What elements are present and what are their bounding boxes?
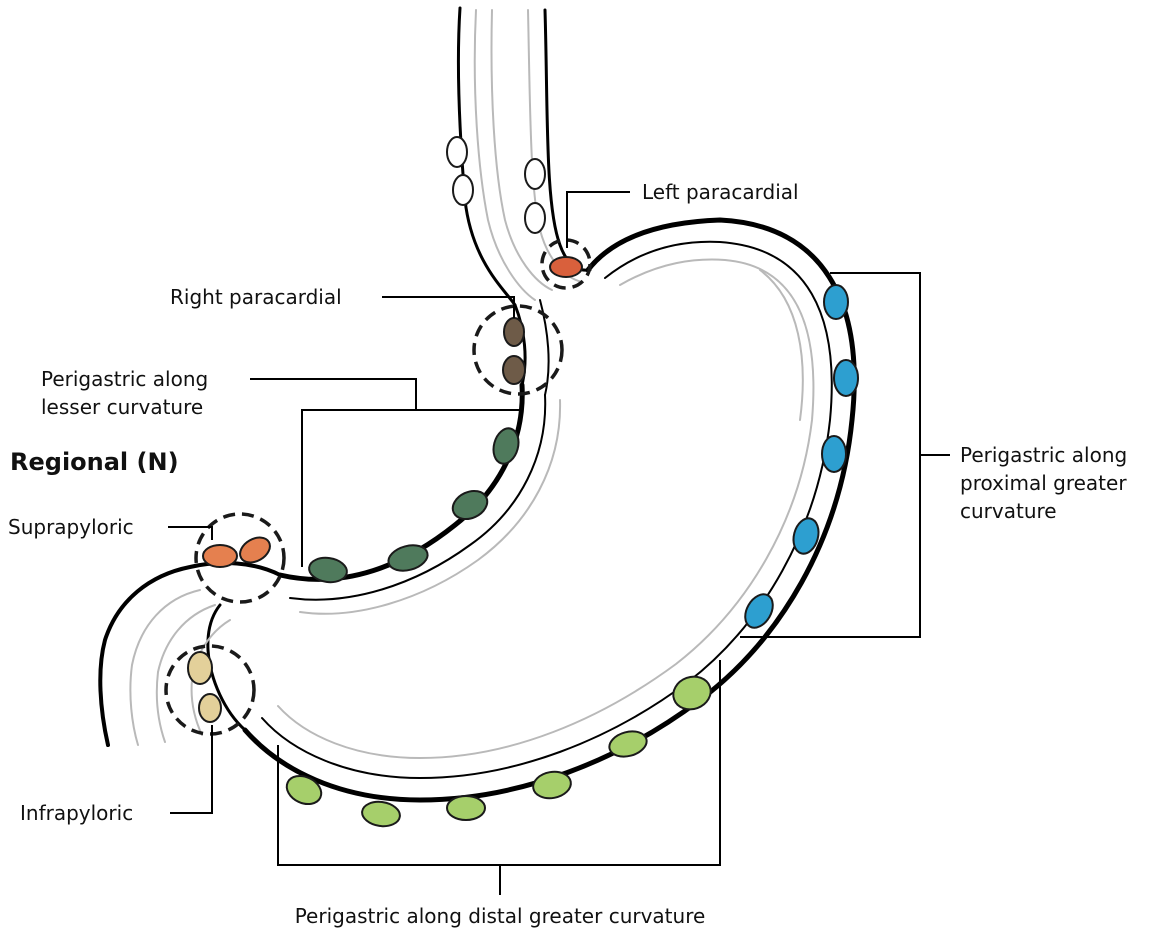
suprapyloric-leader xyxy=(168,527,212,540)
lymph-node xyxy=(822,436,846,472)
lymph-node xyxy=(447,796,485,820)
lymph-node xyxy=(834,360,858,396)
lymph-node xyxy=(525,159,545,189)
lymph-node xyxy=(199,694,221,722)
infrapyloric-leader xyxy=(170,725,212,813)
lymph-node xyxy=(504,318,524,346)
lymph-node xyxy=(525,203,545,233)
lymph-node xyxy=(824,285,848,319)
suprapyloric-label: Suprapyloric xyxy=(8,515,134,539)
stomach-illustration xyxy=(100,8,854,800)
regional-title: Regional (N) xyxy=(10,448,179,476)
proximal-greater-label-line3: curvature xyxy=(960,499,1057,523)
distal-greater-label: Perigastric along distal greater curvatu… xyxy=(295,904,706,928)
right-paracardial-label: Right paracardial xyxy=(170,285,342,309)
lymph-node xyxy=(453,175,473,205)
proximal-greater-label-line1: Perigastric along xyxy=(960,443,1127,467)
lymph-node xyxy=(203,545,237,567)
proximal-greater-label-line2: proximal greater xyxy=(960,471,1127,495)
lymph-node xyxy=(188,652,212,684)
infrapyloric-label: Infrapyloric xyxy=(20,801,133,825)
lesser-curvature-label-line1: Perigastric along xyxy=(41,367,208,391)
lymph-node xyxy=(550,257,582,277)
stomach-body-fill xyxy=(120,8,854,800)
left-paracardial-label: Left paracardial xyxy=(642,180,799,204)
lesser-curvature-leader xyxy=(250,379,416,410)
lymph-node xyxy=(503,356,525,384)
lymph-node xyxy=(447,137,467,167)
lymph-node xyxy=(361,799,402,828)
lesser-curvature-label-line2: lesser curvature xyxy=(41,395,203,419)
